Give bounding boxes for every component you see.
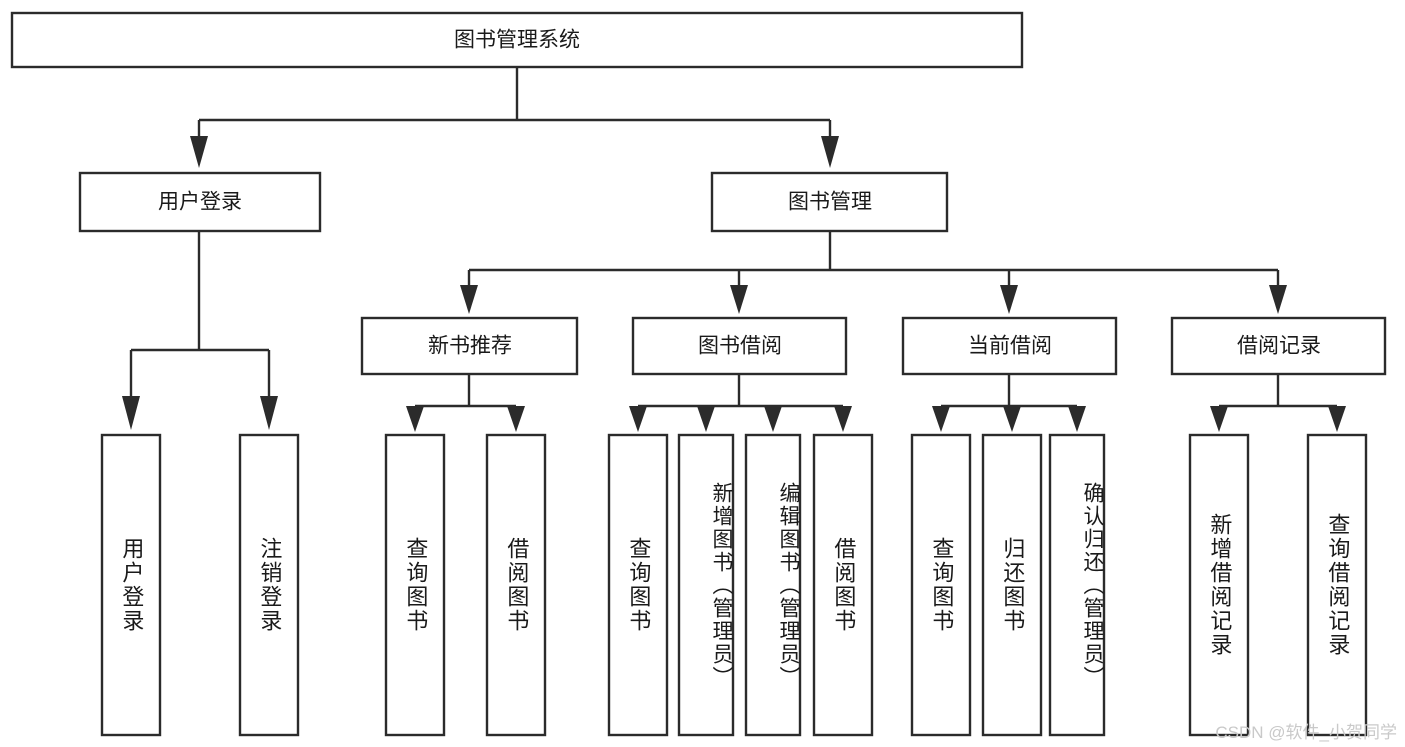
- node-book-manage-label: 图书管理: [788, 191, 872, 214]
- connector-group-root: [190, 67, 839, 168]
- arrow-head-leaf-query-record: [1328, 406, 1346, 432]
- node-leaf-query-book-3-box[interactable]: [910, 433, 972, 737]
- leaf-boxes: [100, 433, 1368, 737]
- node-book-manage[interactable]: 图书管理: [710, 171, 949, 233]
- arrow-head-book-borrow: [730, 285, 748, 314]
- node-book-borrow-box[interactable]: [631, 316, 848, 376]
- node-book-manage-box[interactable]: [710, 171, 949, 233]
- node-borrow-record-label: 借阅记录: [1237, 335, 1321, 358]
- node-leaf-user-login-box[interactable]: [100, 433, 162, 737]
- node-leaf-add-record-box[interactable]: [1188, 433, 1250, 737]
- node-current-borrow-label: 当前借阅: [968, 335, 1052, 358]
- node-leaf-add-book-box[interactable]: [677, 433, 735, 737]
- arrow-head-leaf-logout: [260, 396, 278, 430]
- arrow-head-leaf-borrow-book-1: [507, 406, 525, 432]
- node-leaf-edit-book-box[interactable]: [744, 433, 802, 737]
- node-book-borrow-label: 图书借阅: [698, 335, 782, 358]
- arrow-head-leaf-edit-book: [764, 406, 782, 432]
- node-current-borrow-box[interactable]: [901, 316, 1118, 376]
- connector-group-borrow-record: [1210, 374, 1346, 432]
- node-root[interactable]: 图书管理系统: [10, 11, 1024, 69]
- node-new-book-recommend-box[interactable]: [360, 316, 579, 376]
- node-book-borrow[interactable]: 图书借阅: [631, 316, 848, 376]
- arrow-head-leaf-query-book-2: [629, 406, 647, 432]
- arrow-head-leaf-query-book-1: [406, 406, 424, 432]
- connector-group-user-login: [122, 231, 278, 430]
- node-new-book-recommend-label: 新书推荐: [428, 335, 512, 358]
- node-current-borrow[interactable]: 当前借阅: [901, 316, 1118, 376]
- connector-group-book-manage: [460, 231, 1287, 314]
- node-new-book-recommend[interactable]: 新书推荐: [360, 316, 579, 376]
- arrow-head-current-borrow: [1000, 285, 1018, 314]
- arrow-head-leaf-query-book-3: [932, 406, 950, 432]
- node-leaf-borrow-book-2-box[interactable]: [812, 433, 874, 737]
- arrow-head-borrow-record: [1269, 285, 1287, 314]
- node-borrow-record-box[interactable]: [1170, 316, 1387, 376]
- node-root-box[interactable]: [10, 11, 1024, 69]
- arrow-head-leaf-return-book: [1003, 406, 1021, 432]
- arrow-head-leaf-borrow-book-2: [834, 406, 852, 432]
- connector-group-book-borrow: [629, 374, 852, 432]
- connector-group-current-borrow: [932, 374, 1086, 432]
- node-user-login[interactable]: 用户登录: [78, 171, 322, 233]
- node-leaf-query-record-box[interactable]: [1306, 433, 1368, 737]
- node-leaf-query-book-2-box[interactable]: [607, 433, 669, 737]
- node-leaf-confirm-return-box[interactable]: [1048, 433, 1106, 737]
- node-leaf-borrow-book-1-box[interactable]: [485, 433, 547, 737]
- node-leaf-logout-box[interactable]: [238, 433, 300, 737]
- arrow-head-new-book-recommend: [460, 285, 478, 314]
- node-root-label: 图书管理系统: [454, 29, 580, 52]
- arrow-head-book-manage: [821, 136, 839, 168]
- node-borrow-record[interactable]: 借阅记录: [1170, 316, 1387, 376]
- arrow-head-user-login: [190, 136, 208, 168]
- arrow-head-leaf-user-login: [122, 396, 140, 430]
- node-leaf-return-book-box[interactable]: [981, 433, 1043, 737]
- node-user-login-box[interactable]: [78, 171, 322, 233]
- arrow-head-leaf-add-record: [1210, 406, 1228, 432]
- node-leaf-query-book-1-box[interactable]: [384, 433, 446, 737]
- watermark-text: CSDN @软件_小贺同学: [1215, 723, 1397, 742]
- node-user-login-label: 用户登录: [158, 191, 242, 214]
- arrow-head-leaf-add-book: [697, 406, 715, 432]
- connector-group-new-book-recommend: [406, 374, 525, 432]
- arrow-head-leaf-confirm-return: [1068, 406, 1086, 432]
